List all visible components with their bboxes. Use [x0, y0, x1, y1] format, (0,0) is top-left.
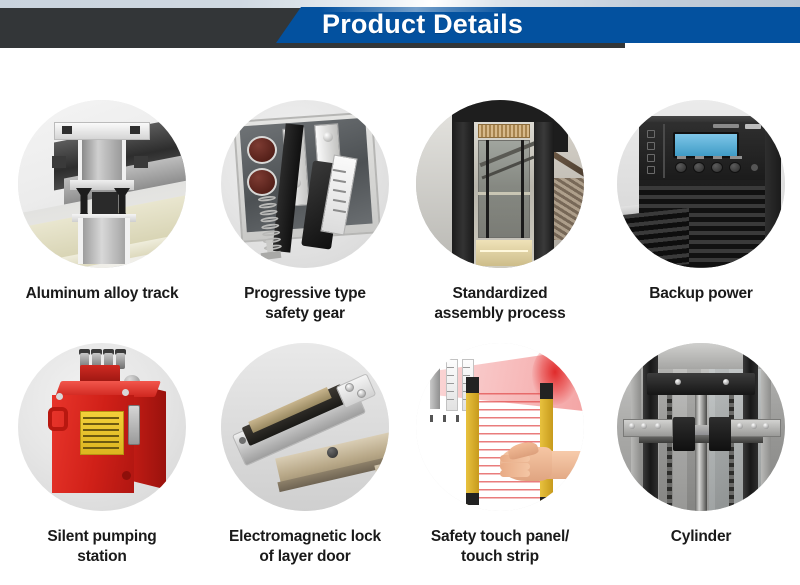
caption-line: touch strip	[461, 548, 539, 566]
product-card-electromagnetic-lock[interactable]: Electromagnetic lock of layer door	[205, 295, 405, 565]
caption-line: Silent pumping	[47, 528, 157, 545]
product-card-safety-touch-panel[interactable]: Safety touch panel/ touch strip	[400, 295, 600, 565]
page-title: Product Details	[322, 9, 524, 39]
product-caption: Electromagnetic lock of layer door	[205, 527, 405, 568]
caption-line: assembly process	[434, 305, 566, 323]
caption-line: Standardized	[452, 285, 548, 302]
product-card-silent-pumping-station[interactable]: Silent pumping station	[2, 295, 202, 565]
caption-line: Backup power	[649, 285, 753, 302]
caption-line: station	[77, 548, 127, 566]
product-caption: Standardized assembly process	[400, 284, 600, 325]
hydraulic-cylinder-photo	[617, 343, 785, 511]
product-caption: Safety touch panel/ touch strip	[400, 527, 600, 568]
product-card-backup-power[interactable]: Backup power	[601, 52, 800, 310]
product-row-1: Aluminum alloy track	[0, 52, 800, 322]
safety-light-curtain-photo	[416, 343, 584, 511]
caption-line: Safety touch panel/	[430, 528, 570, 545]
caption-line: of layer door	[259, 548, 351, 566]
product-caption: Cylinder	[601, 527, 800, 547]
aluminum-alloy-track-photo	[18, 100, 186, 268]
product-row-2: Silent pumping station	[0, 295, 800, 565]
product-grid: Aluminum alloy track	[0, 52, 800, 585]
product-card-cylinder[interactable]: Cylinder	[601, 295, 800, 553]
product-caption: Backup power	[601, 284, 800, 304]
product-caption: Aluminum alloy track	[2, 284, 202, 304]
page-header: Product Details	[0, 0, 800, 52]
product-card-progressive-type-safety-gear[interactable]: Progressive type safety gear	[205, 52, 405, 322]
caption-line: safety gear	[265, 305, 345, 323]
product-card-aluminum-alloy-track[interactable]: Aluminum alloy track	[2, 52, 202, 310]
caption-line: Electromagnetic lock	[229, 528, 381, 545]
progressive-safety-gear-photo	[221, 100, 389, 268]
electromagnetic-lock-photo	[221, 343, 389, 511]
caption-line: Cylinder	[670, 528, 732, 545]
ups-backup-power-photo	[617, 100, 785, 268]
caption-line: Aluminum alloy track	[25, 285, 179, 302]
product-caption: Silent pumping station	[2, 527, 202, 568]
product-card-standardized-assembly-process[interactable]: Standardized assembly process	[400, 52, 600, 322]
product-caption: Progressive type safety gear	[205, 284, 405, 325]
header-blue-banner	[276, 7, 800, 43]
header-sky-strip	[0, 0, 800, 10]
red-pumping-station-photo	[18, 343, 186, 511]
elevator-cabin-photo	[416, 100, 584, 268]
caption-line: Progressive type	[244, 285, 366, 302]
